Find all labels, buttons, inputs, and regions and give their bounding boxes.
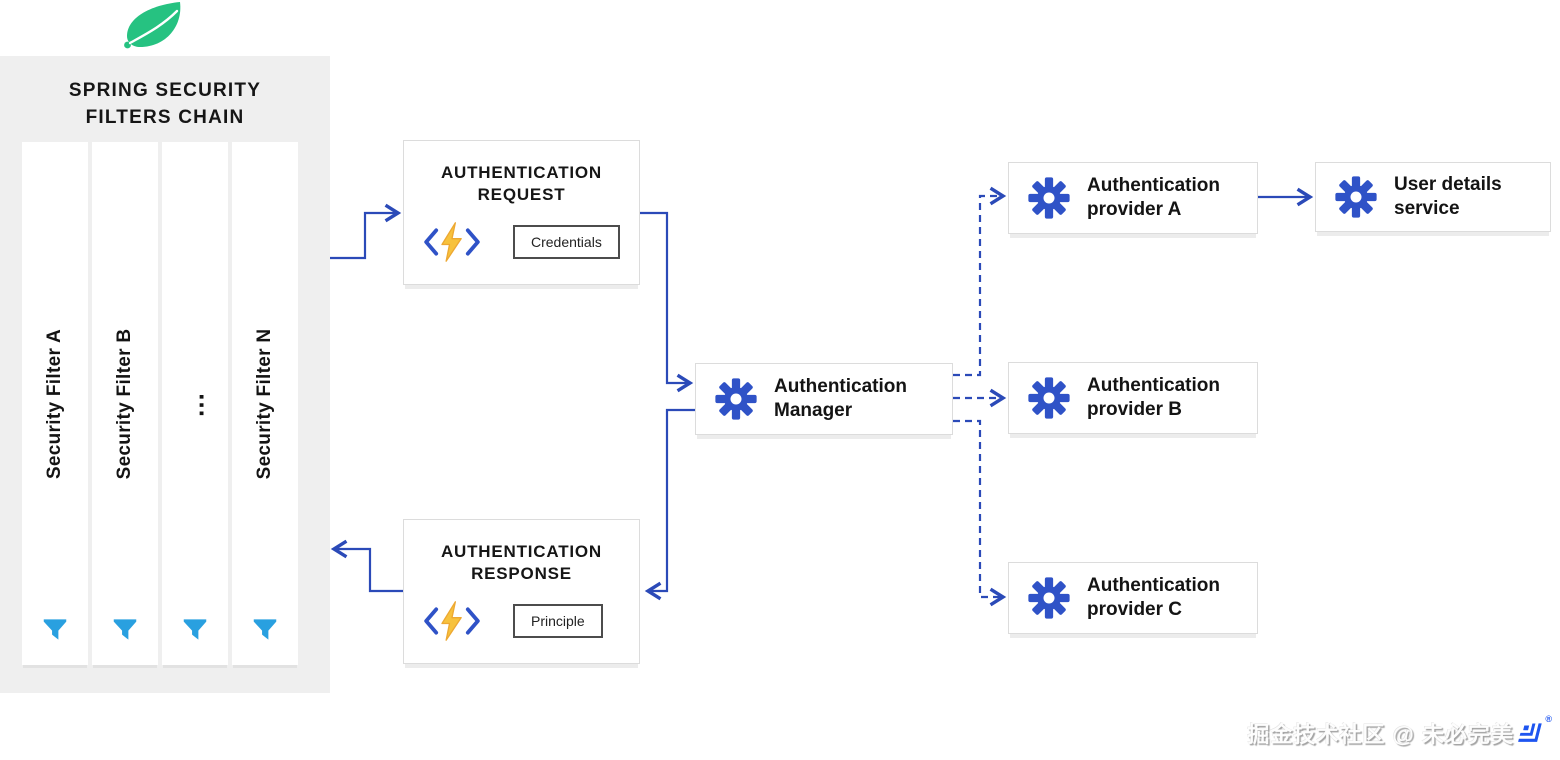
auth-request-title: AUTHENTICATION REQUEST bbox=[404, 162, 639, 206]
filter-column-b: Security Filter B bbox=[92, 142, 158, 665]
connector-response-to-chain bbox=[330, 539, 403, 593]
filter-label: Security Filter B bbox=[114, 328, 135, 479]
auth-response-title: AUTHENTICATION RESPONSE bbox=[404, 541, 639, 585]
gear-icon bbox=[1028, 377, 1070, 419]
filters-chain-title-line2: FILTERS CHAIN bbox=[85, 106, 245, 128]
filter-label: Security Filter A bbox=[44, 328, 65, 479]
filter-column-a: Security Filter A bbox=[22, 142, 88, 665]
filter-funnel-icon bbox=[113, 619, 137, 640]
filters-chain-panel: SPRING SECURITY FILTERS CHAIN Security F… bbox=[0, 56, 330, 693]
principle-box: Principle bbox=[513, 604, 603, 638]
auth-manager-box: Authentication Manager bbox=[695, 363, 953, 435]
code-brackets-lightning-icon bbox=[424, 601, 480, 641]
auth-provider-b-box: Authentication provider B bbox=[1008, 362, 1258, 434]
filter-column-ellipsis: … bbox=[162, 142, 228, 665]
gear-icon bbox=[1028, 177, 1070, 219]
auth-manager-label-line2: Manager bbox=[774, 400, 853, 421]
auth-response-title-line1: AUTHENTICATION bbox=[440, 542, 603, 561]
auth-manager-label: Authentication Manager bbox=[774, 375, 907, 423]
auth-provider-b-label: Authentication provider B bbox=[1087, 374, 1220, 422]
filter-funnel-icon bbox=[253, 619, 277, 640]
auth-provider-c-line1: Authentication bbox=[1087, 575, 1220, 597]
auth-provider-a-box: Authentication provider A bbox=[1008, 162, 1258, 234]
auth-request-box: AUTHENTICATION REQUEST Credentials bbox=[403, 140, 640, 285]
auth-manager-label-line1: Authentication bbox=[774, 376, 907, 398]
auth-response-box: AUTHENTICATION RESPONSE Principle bbox=[403, 519, 640, 664]
auth-provider-a-line1: Authentication bbox=[1087, 175, 1220, 197]
filters-chain-title-line1: SPRING SECURITY bbox=[68, 80, 262, 101]
connector-manager-to-response bbox=[644, 408, 695, 601]
auth-provider-c-box: Authentication provider C bbox=[1008, 562, 1258, 634]
gear-icon bbox=[715, 378, 757, 420]
user-details-line2: service bbox=[1394, 198, 1460, 219]
connector-chain-to-request bbox=[330, 203, 402, 260]
filter-funnel-icon bbox=[183, 619, 207, 640]
registered-mark: ® bbox=[1545, 714, 1552, 724]
watermark-text: 掘金技术社区 @ 未必完美 bbox=[1247, 722, 1514, 747]
auth-request-title-line1: AUTHENTICATION bbox=[440, 163, 603, 182]
gear-icon bbox=[1028, 577, 1070, 619]
gear-icon bbox=[1335, 176, 1377, 218]
connector-request-to-manager bbox=[640, 211, 694, 393]
connector-manager-to-provider-c bbox=[953, 419, 1007, 607]
auth-provider-b-line1: Authentication bbox=[1087, 375, 1220, 397]
filters-chain-title: SPRING SECURITY FILTERS CHAIN bbox=[0, 78, 330, 131]
juejin-logo-icon: ® bbox=[1516, 714, 1552, 752]
filter-column-n: Security Filter N bbox=[232, 142, 298, 665]
filter-funnel-icon bbox=[43, 619, 67, 640]
user-details-service-label: User details service bbox=[1394, 173, 1502, 221]
user-details-service-box: User details service bbox=[1315, 162, 1551, 232]
filter-label: Security Filter N bbox=[254, 328, 275, 479]
auth-provider-a-line2: provider A bbox=[1087, 199, 1182, 220]
auth-provider-c-label: Authentication provider C bbox=[1087, 574, 1220, 622]
auth-provider-a-label: Authentication provider A bbox=[1087, 174, 1220, 222]
connector-manager-to-provider-a bbox=[953, 186, 1007, 377]
user-details-line1: User details bbox=[1394, 174, 1502, 196]
code-brackets-lightning-icon bbox=[424, 222, 480, 262]
auth-response-title-line2: RESPONSE bbox=[471, 564, 572, 584]
auth-request-title-line2: REQUEST bbox=[477, 185, 566, 205]
spring-leaf-icon bbox=[124, 2, 181, 49]
watermark: 掘金技术社区 @ 未必完美 ® bbox=[1247, 714, 1552, 752]
credentials-box: Credentials bbox=[513, 225, 620, 259]
filter-ellipsis: … bbox=[179, 389, 210, 418]
auth-provider-b-line2: provider B bbox=[1087, 399, 1183, 420]
auth-provider-c-line2: provider C bbox=[1087, 599, 1183, 620]
